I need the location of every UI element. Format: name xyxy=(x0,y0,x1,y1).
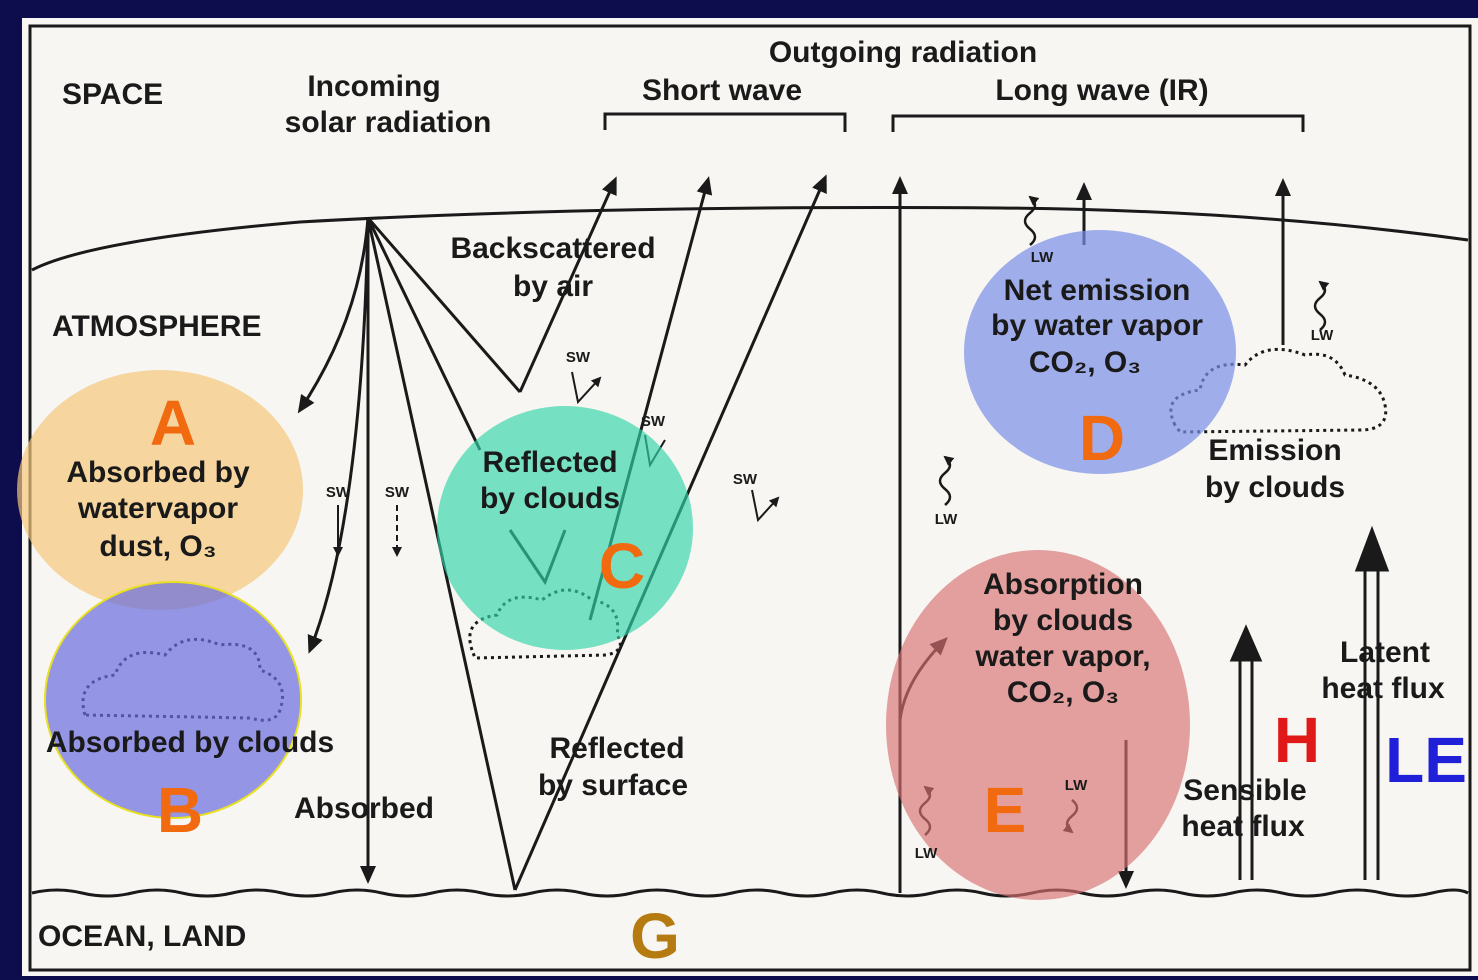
sensible-label-line2: heat flux xyxy=(1181,810,1305,843)
absorption-label-line4: CO₂, O₃ xyxy=(1007,676,1119,709)
atmosphere-label: ATMOSPHERE xyxy=(52,310,261,343)
reflected-surface-label-line1: Reflected xyxy=(549,732,684,765)
sw-label-5: SW xyxy=(733,471,758,488)
space-label: SPACE xyxy=(62,78,163,111)
cloud-right-icon xyxy=(1169,347,1388,434)
net-emission-label-line2: by water vapor xyxy=(991,309,1203,342)
marker-a: A xyxy=(150,387,196,459)
sw-label-1: SW xyxy=(326,484,351,501)
circle-e xyxy=(886,550,1190,900)
emission-clouds-label-line1: Emission xyxy=(1208,434,1341,467)
lw-label-1: LW xyxy=(1031,249,1054,266)
marker-d: D xyxy=(1079,402,1125,474)
reflected-clouds-label-line2: by clouds xyxy=(480,482,620,515)
marker-h: H xyxy=(1274,704,1320,776)
circle-c xyxy=(437,406,693,650)
sw-label-4: SW xyxy=(641,413,666,430)
incoming-label-line2: solar radiation xyxy=(285,106,492,139)
marker-c: C xyxy=(599,530,645,602)
absorption-label-line1: Absorption xyxy=(983,568,1143,601)
marker-e: E xyxy=(984,774,1027,846)
long-wave-label: Long wave (IR) xyxy=(995,74,1208,107)
net-emission-label-line1: Net emission xyxy=(1004,274,1191,307)
lw-label-4: LW xyxy=(915,845,938,862)
sw-label-2: SW xyxy=(385,484,410,501)
absorbed-clouds-label: Absorbed by clouds xyxy=(46,726,334,759)
marker-b: B xyxy=(157,774,203,846)
reflected-surface-label-line2: by surface xyxy=(538,769,688,802)
latent-label-line2: heat flux xyxy=(1321,672,1445,705)
absorbed-wv-label-line2: watervapor xyxy=(77,492,238,525)
ground-label: OCEAN, LAND xyxy=(38,920,246,953)
absorbed-label: Absorbed xyxy=(294,792,434,825)
circle-a xyxy=(17,370,303,610)
circle-b xyxy=(44,581,302,819)
atmosphere-boundary xyxy=(31,206,1469,272)
short-wave-bracket xyxy=(603,112,847,132)
latent-label-line1: Latent xyxy=(1340,636,1430,669)
incoming-label-line1: Incoming xyxy=(307,70,440,103)
cloud-center-icon xyxy=(468,588,622,660)
backscattered-label-line2: by air xyxy=(513,270,593,303)
backscattered-label-line1: Backscattered xyxy=(450,232,655,265)
sensible-label-line1: Sensible xyxy=(1183,774,1306,807)
lw-label-2: LW xyxy=(1311,327,1334,344)
outgoing-label: Outgoing radiation xyxy=(769,36,1037,69)
long-wave-bracket xyxy=(891,114,1305,132)
absorption-label-line2: by clouds xyxy=(993,604,1133,637)
circle-d xyxy=(964,230,1236,474)
sw-label-3: SW xyxy=(566,349,591,366)
lw-label-5: LW xyxy=(1065,777,1088,794)
ground-surface-line xyxy=(31,888,1469,898)
absorbed-wv-label-line3: dust, O₃ xyxy=(99,530,216,563)
marker-le: LE xyxy=(1385,724,1467,796)
short-wave-label: Short wave xyxy=(642,74,802,107)
absorbed-wv-label-line1: Absorbed by xyxy=(66,456,250,489)
marker-g: G xyxy=(630,900,680,972)
emission-clouds-label-line2: by clouds xyxy=(1205,471,1345,504)
reflected-clouds-label-line1: Reflected xyxy=(482,446,617,479)
lw-label-3: LW xyxy=(935,511,958,528)
latent-heat-flux-arrow xyxy=(1354,525,1390,880)
net-emission-label-line3: CO₂, O₃ xyxy=(1029,346,1141,379)
absorption-label-line3: water vapor, xyxy=(974,640,1150,673)
sensible-heat-flux-arrow xyxy=(1229,624,1263,880)
